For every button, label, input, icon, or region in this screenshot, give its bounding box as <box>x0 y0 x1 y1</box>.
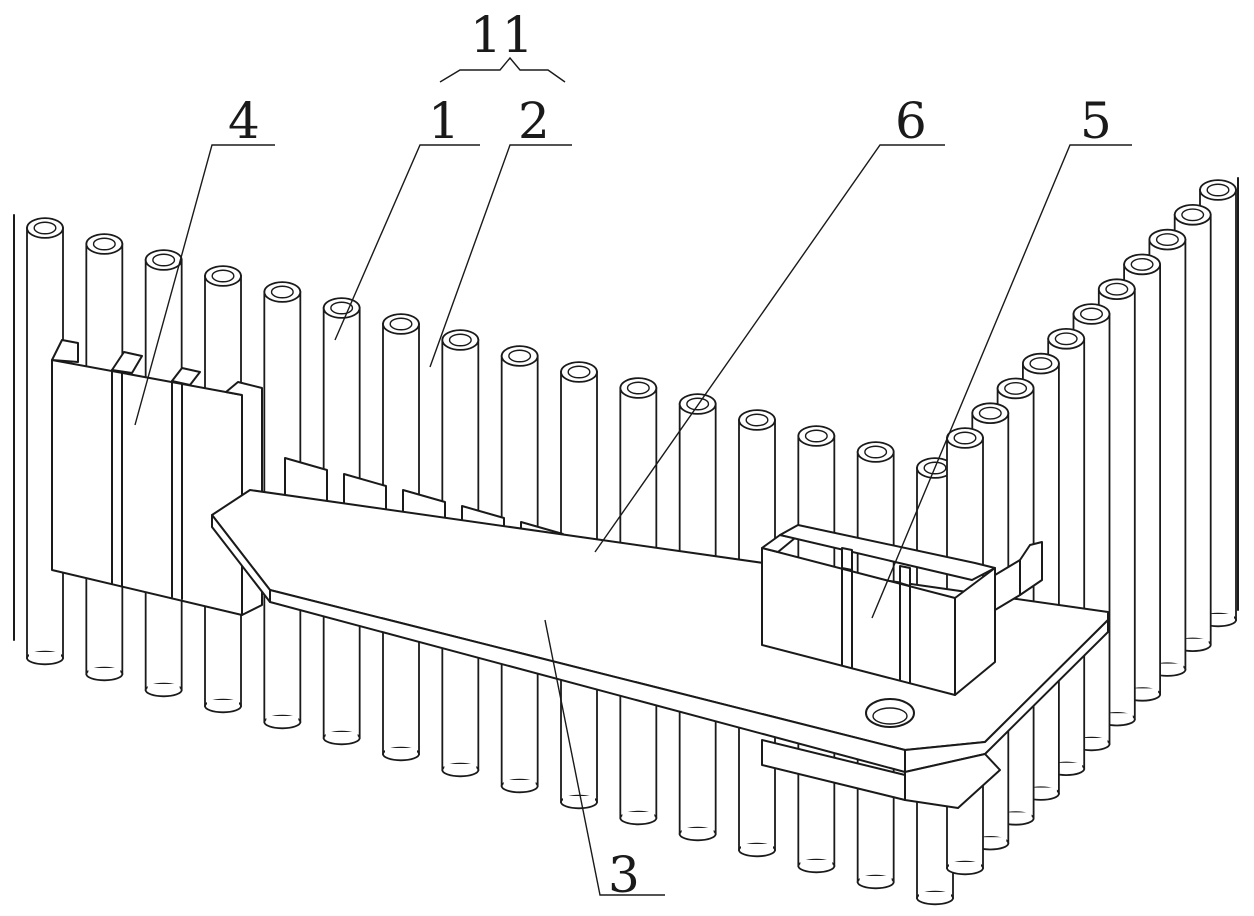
label-5: 5 <box>1080 92 1112 150</box>
right-cell-row <box>946 177 1239 876</box>
label-11: 11 <box>470 6 534 64</box>
leader-lines <box>134 56 1132 896</box>
label-1: 1 <box>428 92 460 150</box>
label-3: 3 <box>608 846 640 904</box>
label-6: 6 <box>895 92 927 150</box>
part-labels: 11 4 1 2 6 5 3 <box>228 6 1112 904</box>
connector-housing <box>761 524 1043 809</box>
label-2: 2 <box>518 92 550 150</box>
label-4: 4 <box>228 92 260 150</box>
main-bus-plate <box>211 489 1109 773</box>
